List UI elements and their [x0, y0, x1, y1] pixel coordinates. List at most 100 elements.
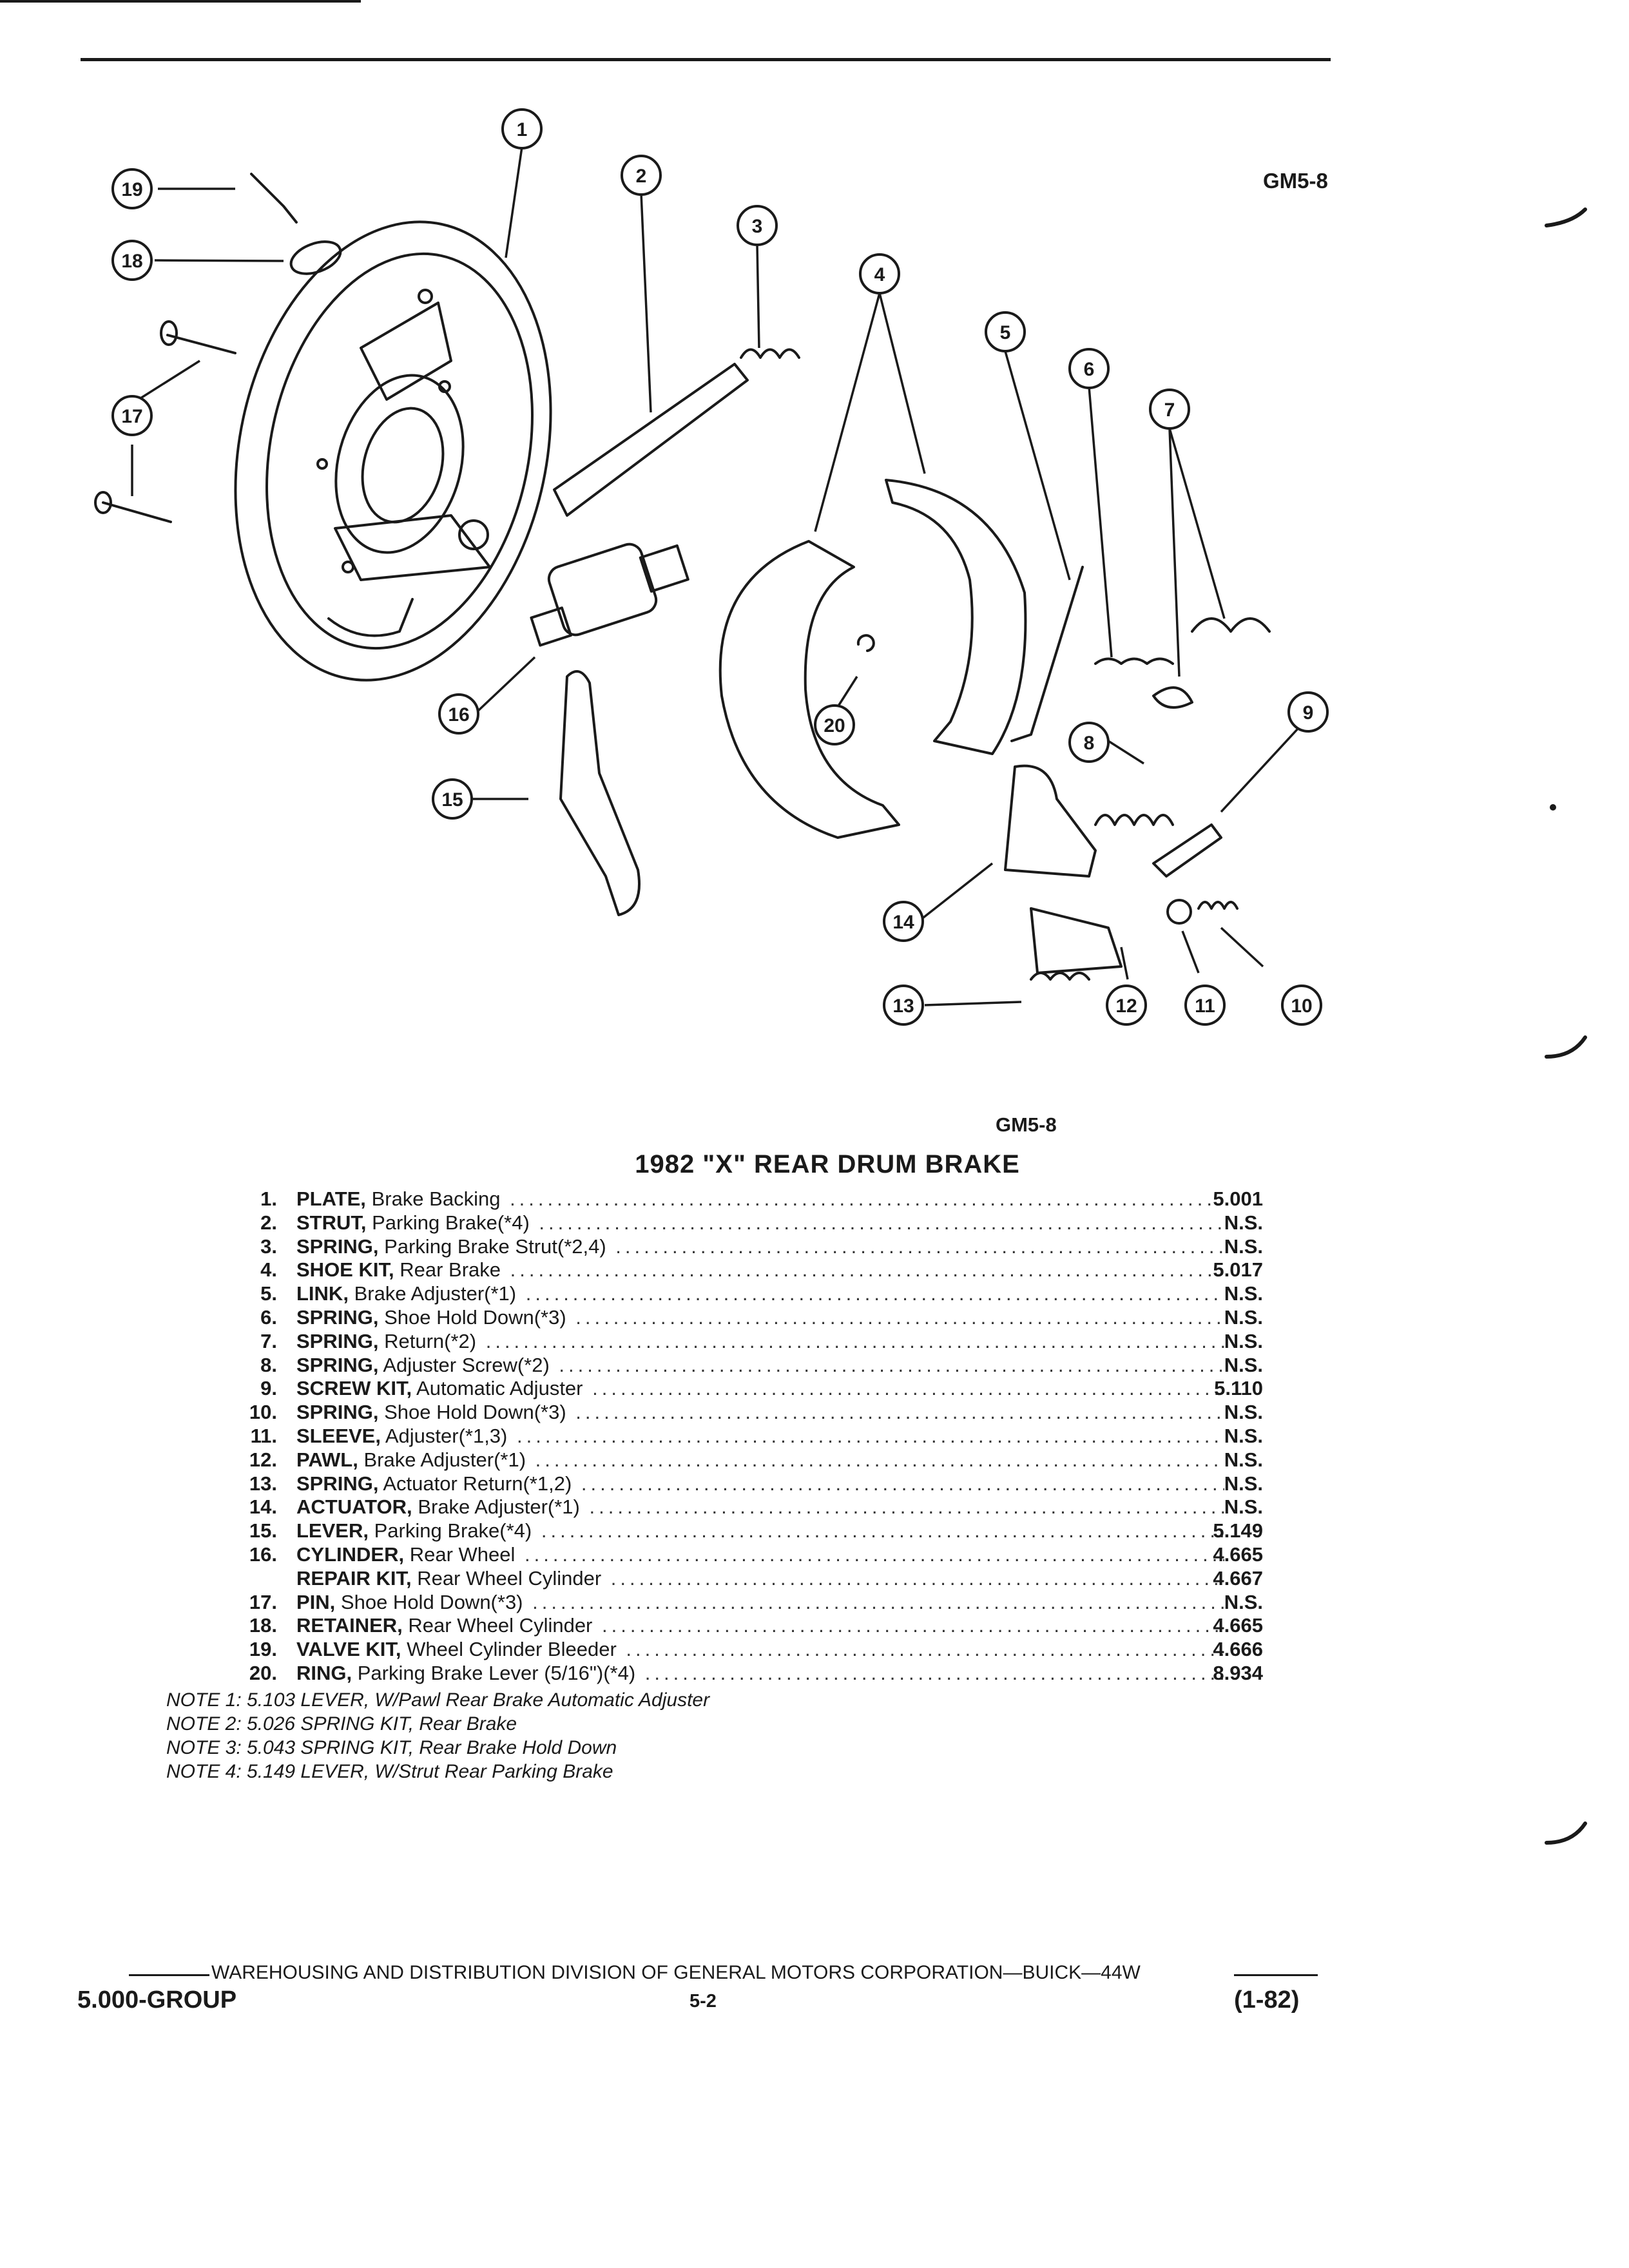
brake-shoe-rear-drawing: [885, 479, 1027, 755]
part-name: PAWL,: [296, 1448, 358, 1471]
part-description: LINK, Brake Adjuster(*1) ...............…: [296, 1282, 1224, 1306]
backing-plate-drawing: [234, 220, 552, 682]
part-detail: Adjuster(*1,3): [385, 1424, 508, 1447]
leader-dots: ........................................…: [510, 1187, 1224, 1210]
part-number: 7.: [260, 1329, 277, 1352]
part-name: RING,: [296, 1661, 352, 1684]
part-number: 5.: [260, 1282, 277, 1305]
part-description: PLATE, Brake Backing ...................…: [296, 1187, 1224, 1211]
part-detail: Actuator Return(*1,2): [383, 1472, 572, 1495]
part-row: 13.SPRING, Actuator Return(*1,2) .......…: [161, 1472, 1263, 1496]
part-number: 19.: [249, 1638, 277, 1661]
adjuster-sleeve-drawing: [1166, 899, 1192, 925]
edge-mark: [1545, 1821, 1587, 1845]
note-line: NOTE 2: 5.026 SPRING KIT, Rear Brake: [166, 1713, 517, 1735]
footer-page: 5-2: [689, 1991, 717, 2012]
part-detail: Brake Adjuster(*1): [418, 1495, 580, 1519]
exploded-diagram: 1 2 3 4 5 6 7 8 9 10 11 12 13 14 15 16 1…: [94, 108, 1587, 1059]
strut-spring-drawing: [740, 348, 800, 359]
wheel-cylinder-drawing: [530, 543, 689, 647]
part-row: 19. VALVE KIT, Wheel Cylinder Bleeder ...…: [161, 1638, 1263, 1662]
callout-7: 7: [1164, 399, 1175, 421]
part-name: RETAINER,: [296, 1614, 403, 1637]
footer-date: (1-82): [1234, 1986, 1300, 2013]
part-detail: Brake Backing: [371, 1187, 501, 1210]
figure-code-top: GM5-8: [1263, 169, 1328, 193]
bleeder-valve-drawing: [250, 173, 298, 224]
part-name: SPRING,: [296, 1353, 379, 1376]
part-name: LEVER,: [296, 1519, 369, 1542]
callout-2: 2: [636, 166, 647, 187]
return-spring-2-drawing: [1191, 617, 1271, 633]
part-name: CYLINDER,: [296, 1542, 405, 1566]
part-description: SPRING, Parking Brake Strut(*2,4) ......…: [296, 1235, 1224, 1259]
part-row: 8.SPRING, Adjuster Screw(*2) ...........…: [161, 1353, 1263, 1378]
leader-dots: ........................................…: [581, 1472, 1224, 1495]
part-name: STRUT,: [296, 1211, 367, 1234]
part-reference: N.S.: [1224, 1448, 1263, 1471]
leader-dots: ........................................…: [575, 1305, 1224, 1329]
part-reference: 4.667: [1213, 1566, 1263, 1590]
part-description: CYLINDER, Rear Wheel ...................…: [296, 1543, 1224, 1567]
callout-4: 4: [874, 264, 885, 285]
callout-6: 6: [1084, 359, 1095, 380]
part-detail: Parking Brake(*4): [374, 1519, 532, 1542]
part-name: LINK,: [296, 1282, 349, 1305]
part-row: 5. LINK, Brake Adjuster(*1) .............…: [161, 1282, 1263, 1306]
part-row: 18.RETAINER, Rear Wheel Cylinder .......…: [161, 1614, 1263, 1638]
leader-dots: ........................................…: [516, 1424, 1224, 1447]
part-reference: 4.666: [1213, 1638, 1263, 1661]
hold-down-spring-2-drawing: [1197, 901, 1239, 910]
part-description: STRUT, Parking Brake(*4) ...............…: [296, 1211, 1224, 1235]
leader-dots: ........................................…: [592, 1377, 1224, 1400]
part-description: SCREW KIT, Automatic Adjuster ..........…: [296, 1377, 1224, 1401]
hold-down-pin-bottom-drawing: [102, 501, 172, 523]
callout-10: 10: [1291, 995, 1312, 1017]
footer-division: WAREHOUSING AND DISTRIBUTION DIVISION OF…: [211, 1962, 1141, 1983]
part-number: 10.: [249, 1401, 277, 1424]
part-description: ACTUATOR, Brake Adjuster(*1) ...........…: [296, 1495, 1224, 1519]
part-detail: Shoe Hold Down(*3): [384, 1401, 566, 1424]
part-row: REPAIR KIT, Rear Wheel Cylinder ........…: [161, 1566, 1263, 1591]
part-detail: Rear Brake: [400, 1258, 501, 1282]
part-number: 9.: [260, 1377, 277, 1400]
part-name: VALVE KIT,: [296, 1638, 401, 1661]
parking-lever-drawing: [559, 670, 641, 916]
part-reference: N.S.: [1224, 1282, 1263, 1305]
part-detail: Adjuster Screw(*2): [383, 1353, 550, 1376]
part-number: 16.: [249, 1542, 277, 1566]
part-detail: Brake Adjuster(*1): [363, 1448, 526, 1471]
leader-dots: ........................................…: [510, 1258, 1224, 1282]
adjuster-link-drawing: [1010, 566, 1084, 742]
part-name: REPAIR KIT,: [296, 1566, 412, 1590]
part-reference: 4.665: [1213, 1542, 1263, 1566]
callout-20: 20: [824, 715, 845, 736]
part-description: SPRING, Return(*2) .....................…: [296, 1330, 1224, 1354]
leader-dots: ........................................…: [626, 1638, 1224, 1661]
actuator-drawing: [1004, 764, 1097, 878]
part-detail: Parking Brake Lever (5/16")(*4): [357, 1661, 636, 1684]
part-row: 6.SPRING, Shoe Hold Down(*3) ...........…: [161, 1305, 1263, 1330]
callout-15: 15: [441, 789, 463, 811]
part-name: SPRING,: [296, 1329, 379, 1352]
actuator-spring-drawing: [1030, 972, 1090, 981]
parts-list: 1.PLATE, Brake Backing .................…: [161, 1187, 1263, 1686]
part-reference: N.S.: [1224, 1472, 1263, 1495]
part-number: 6.: [260, 1305, 277, 1329]
part-number: 15.: [249, 1519, 277, 1542]
part-row: 16. CYLINDER, Rear Wheel ................…: [161, 1542, 1263, 1567]
part-number: 4.: [260, 1258, 277, 1282]
return-spring-drawing: [1152, 686, 1193, 709]
footer-rule-right: [1234, 1974, 1318, 1976]
part-number: 13.: [249, 1472, 277, 1495]
part-description: VALVE KIT, Wheel Cylinder Bleeder ......…: [296, 1638, 1224, 1662]
leader-dots: ........................................…: [525, 1282, 1224, 1305]
pawl-drawing: [1030, 907, 1123, 974]
part-description: RING, Parking Brake Lever (5/16")(*4) ..…: [296, 1662, 1224, 1686]
leader-dots: ........................................…: [602, 1614, 1224, 1637]
part-name: SPRING,: [296, 1235, 379, 1258]
part-number: 17.: [249, 1590, 277, 1613]
part-row: 10.SPRING, Shoe Hold Down(*3) ..........…: [161, 1401, 1263, 1425]
part-number: 3.: [260, 1235, 277, 1258]
part-row: 1.PLATE, Brake Backing .................…: [161, 1187, 1263, 1211]
